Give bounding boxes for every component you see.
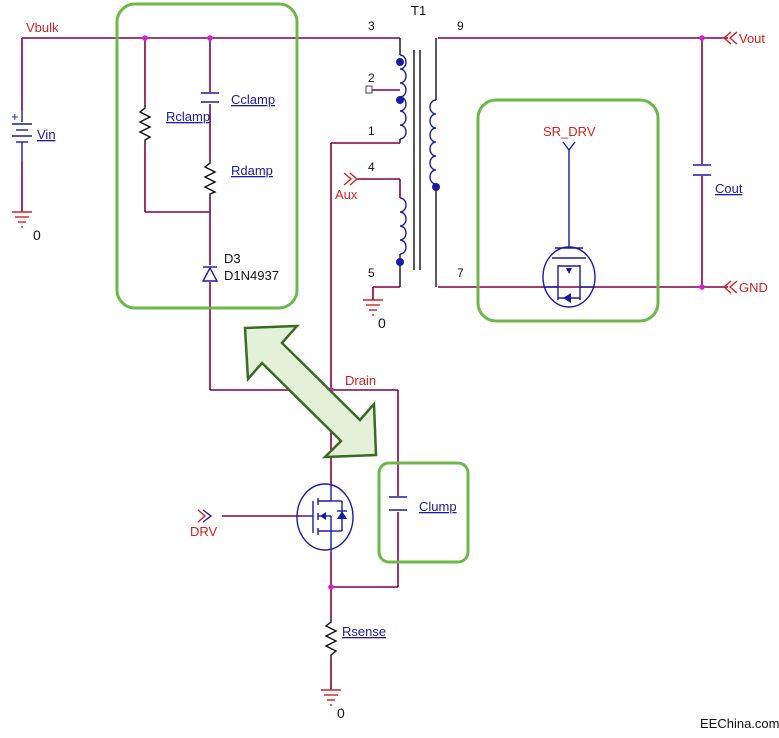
ground-zero-aux: 0 [378, 315, 386, 331]
ground-zero-rsense: 0 [337, 705, 345, 721]
pin-4: 4 [368, 160, 375, 174]
ground-symbol-aux [363, 299, 383, 316]
double-arrow-shape [243, 324, 378, 459]
vin-label: Vin [37, 127, 56, 142]
ground-symbol-rsense [321, 689, 341, 706]
transformer-label: T1 [411, 3, 426, 18]
port-drv-icon [197, 509, 207, 523]
port-gnd-icon [722, 280, 738, 294]
clump-capacitor [389, 496, 407, 511]
d3-diode [201, 266, 219, 282]
rsense-label: Rsense [342, 624, 386, 639]
net-label-drv: DRV [190, 524, 218, 539]
d3-part-label: D1N4937 [224, 268, 279, 283]
svg-text:+: + [11, 109, 19, 124]
watermark: EEChina.com [700, 716, 779, 731]
port-vout-icon [722, 31, 738, 45]
clamp-network-highlight [115, 2, 299, 310]
rsense-resistor [324, 618, 338, 660]
net-label-vout: Vout [739, 31, 765, 46]
cout-label: Cout [715, 181, 743, 196]
net-label-vbulk: Vbulk [26, 20, 59, 35]
main-mosfet [202, 483, 354, 552]
cout-capacitor [693, 164, 711, 176]
rclamp-resistor [138, 105, 152, 145]
pin-2: 2 [368, 71, 375, 85]
ground-symbol-vin [12, 211, 32, 228]
rdamp-resistor [203, 160, 217, 196]
transformer-t1 [365, 38, 440, 287]
port-aux-icon [343, 172, 359, 186]
wires [21, 37, 728, 690]
cclamp-label: Cclamp [231, 92, 275, 107]
net-label-aux: Aux [335, 187, 358, 202]
rclamp-label: Rclamp [166, 109, 210, 124]
vin-battery-symbol: + [11, 109, 32, 162]
pin-1: 1 [368, 124, 375, 138]
clump-highlight [377, 461, 470, 564]
net-label-gnd: GND [739, 280, 768, 295]
pin-5: 5 [368, 266, 375, 280]
net-label-sr-drv: SR_DRV [543, 124, 596, 139]
sr-mosfet-highlight [476, 98, 660, 323]
pin-7: 7 [457, 266, 464, 280]
clump-label: Clump [419, 499, 457, 514]
sr-mosfet [542, 141, 596, 308]
net-label-drain: Drain [345, 373, 376, 388]
rdamp-label: Rdamp [231, 163, 273, 178]
cclamp-capacitor [201, 92, 219, 103]
d3-ref-label: D3 [224, 251, 241, 266]
pin-3: 3 [368, 19, 375, 33]
pin-9: 9 [457, 19, 464, 33]
ground-zero-vin: 0 [33, 227, 41, 243]
